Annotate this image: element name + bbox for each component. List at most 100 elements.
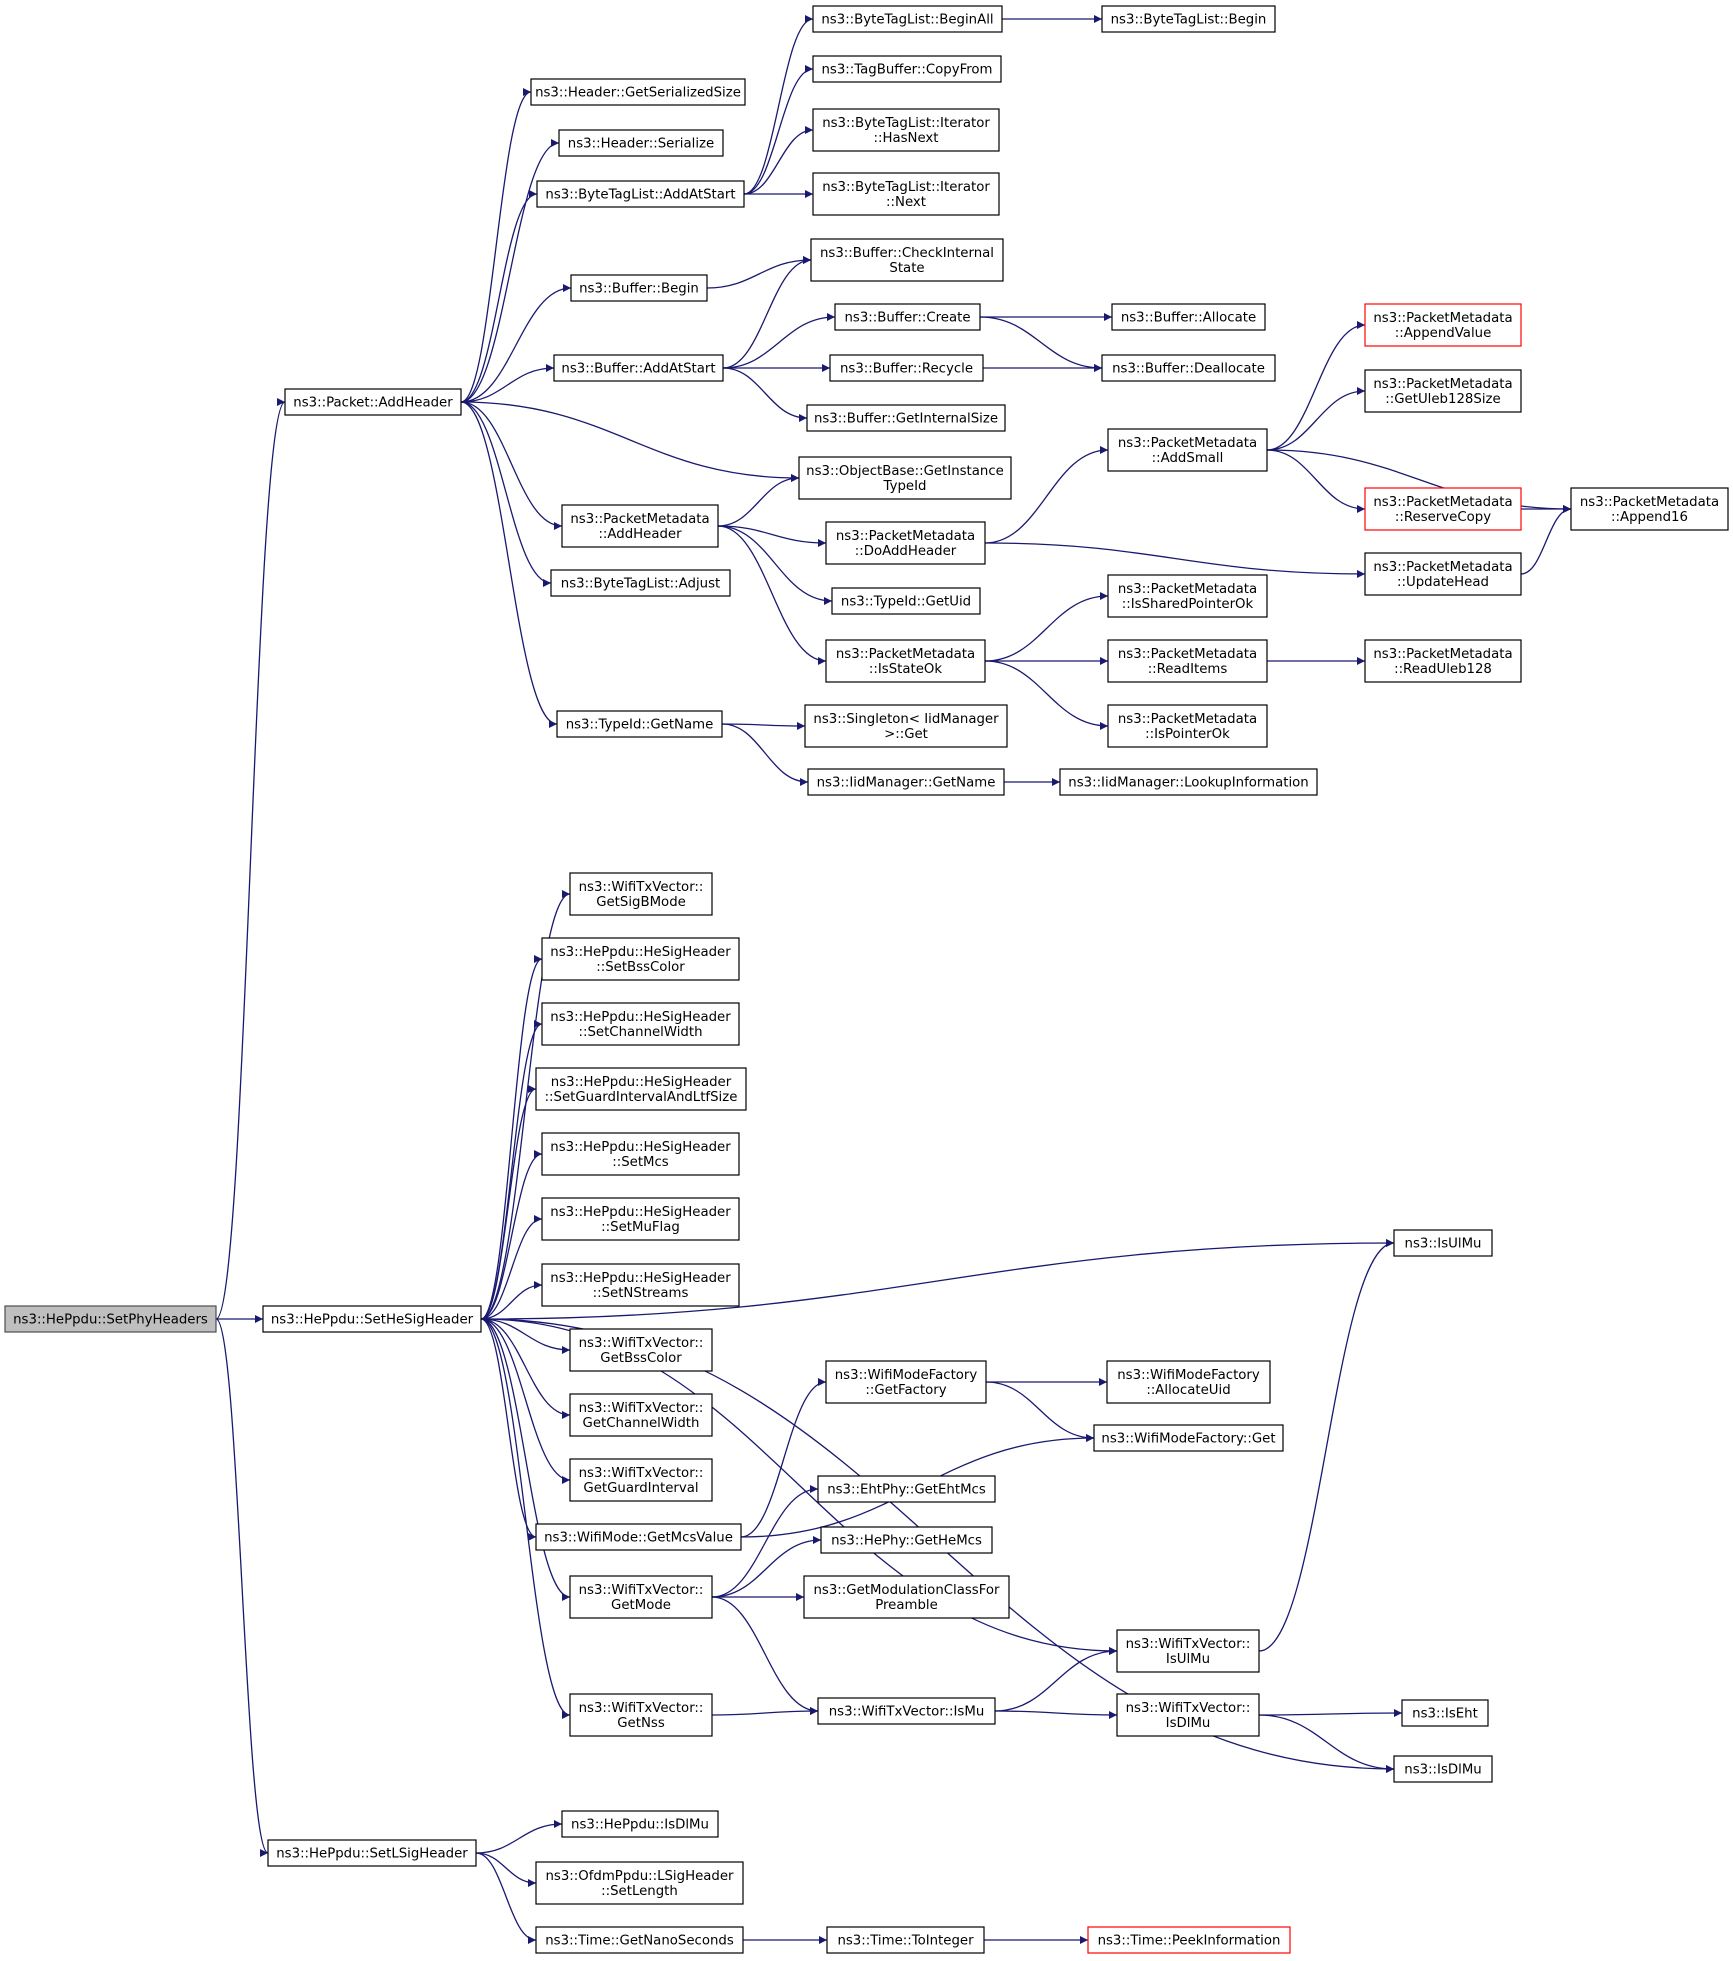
node-is-dl-mu[interactable]: ns3::IsDlMu — [1393, 1755, 1493, 1783]
node-label-line: ::Append16 — [1611, 510, 1688, 525]
node-tx-get-sig-b[interactable]: ns3::WifiTxVector::GetSigBMode — [569, 872, 713, 916]
node-box — [812, 55, 1002, 83]
node-pm-append-value[interactable]: ns3::PacketMetadata::AppendValue — [1364, 303, 1522, 347]
node-sig-set-gi[interactable]: ns3::HePpdu::HeSigHeader::SetGuardInterv… — [535, 1067, 747, 1111]
node-he-get-mcs[interactable]: ns3::HePhy::GetHeMcs — [820, 1526, 993, 1554]
node-mode-get-mcs[interactable]: ns3::WifiMode::GetMcsValue — [535, 1523, 742, 1551]
node-label-line: ns3::WifiTxVector::IsMu — [829, 1705, 985, 1720]
node-iid-lookup[interactable]: ns3::IidManager::LookupInformation — [1059, 768, 1318, 796]
node-time-to-int[interactable]: ns3::Time::ToInteger — [826, 1926, 985, 1954]
node-pm-add-small[interactable]: ns3::PacketMetadata::AddSmall — [1107, 428, 1268, 472]
node-btl-has-next[interactable]: ns3::ByteTagList::Iterator::HasNext — [812, 108, 1000, 152]
node-pm-reserve-copy[interactable]: ns3::PacketMetadata::ReserveCopy — [1364, 487, 1522, 531]
node-add-header[interactable]: ns3::Packet::AddHeader — [284, 388, 462, 416]
node-pm-is-pointer-ok[interactable]: ns3::PacketMetadata::IsPointerOk — [1107, 704, 1268, 748]
node-box — [1116, 1629, 1260, 1673]
node-pm-update-head[interactable]: ns3::PacketMetadata::UpdateHead — [1364, 552, 1522, 596]
node-label-line: ns3::Buffer::Recycle — [840, 362, 973, 377]
node-is-ul-mu[interactable]: ns3::IsUlMu — [1393, 1229, 1493, 1257]
node-hdr-ser[interactable]: ns3::Header::Serialize — [558, 129, 724, 157]
node-btl-add-at-start[interactable]: ns3::ByteTagList::AddAtStart — [536, 180, 745, 208]
node-iid-get-name[interactable]: ns3::IidManager::GetName — [807, 768, 1005, 796]
node-tid-get-name[interactable]: ns3::TypeId::GetName — [556, 710, 723, 738]
node-pm-append16[interactable]: ns3::PacketMetadata::Append16 — [1570, 487, 1729, 531]
node-box — [1093, 1424, 1284, 1452]
node-sig-set-mcs[interactable]: ns3::HePpdu::HeSigHeader::SetMcs — [541, 1132, 740, 1176]
node-tx-get-gi[interactable]: ns3::WifiTxVector::GetGuardInterval — [569, 1458, 713, 1502]
node-tag-copy-from[interactable]: ns3::TagBuffer::CopyFrom — [812, 55, 1002, 83]
node-time-peek[interactable]: ns3::Time::PeekInformation — [1087, 1926, 1291, 1954]
node-tid-get-uid[interactable]: ns3::TypeId::GetUid — [831, 587, 981, 615]
node-tx-is-ul-mu[interactable]: ns3::WifiTxVector::IsUlMu — [1116, 1629, 1260, 1673]
node-label-line: ::IsPointerOk — [1145, 727, 1230, 742]
node-box — [834, 303, 981, 331]
node-box — [561, 1810, 719, 1838]
edge-mf-get-factory-to-mf-get — [985, 1381, 1095, 1442]
node-tx-get-ch-w[interactable]: ns3::WifiTxVector::GetChannelWidth — [569, 1393, 713, 1437]
edge-set-he-sig-to-sig-set-mcs — [480, 1150, 543, 1320]
node-btl-adjust[interactable]: ns3::ByteTagList::Adjust — [550, 569, 731, 597]
node-box — [806, 404, 1006, 432]
node-label-line: ::ReadItems — [1148, 662, 1228, 677]
node-btl-begin-all[interactable]: ns3::ByteTagList::BeginAll — [812, 5, 1003, 33]
node-root[interactable]: ns3::HePpdu::SetPhyHeaders — [4, 1305, 217, 1333]
node-time-get-ns[interactable]: ns3::Time::GetNanoSeconds — [535, 1926, 744, 1954]
node-sig-set-ch-w[interactable]: ns3::HePpdu::HeSigHeader::SetChannelWidt… — [541, 1002, 740, 1046]
node-singleton-get[interactable]: ns3::Singleton< IidManager >::Get — [804, 704, 1008, 748]
node-pm-read-items[interactable]: ns3::PacketMetadata::ReadItems — [1107, 639, 1268, 683]
node-is-eht[interactable]: ns3::IsEht — [1401, 1699, 1489, 1727]
node-label-line: ns3::Singleton< IidManager — [813, 712, 999, 727]
node-sig-set-bss[interactable]: ns3::HePpdu::HeSigHeader::SetBssColor — [541, 937, 740, 981]
node-buf-dealloc[interactable]: ns3::Buffer::Deallocate — [1101, 354, 1276, 382]
edge-set-he-sig-to-sig-set-bss — [480, 955, 543, 1320]
edge-pm-add-small-to-pm-get-uleb — [1266, 387, 1366, 451]
node-pm-is-state-ok[interactable]: ns3::PacketMetadata::IsStateOk — [825, 639, 986, 683]
node-mf-get-factory[interactable]: ns3::WifiModeFactory::GetFactory — [825, 1360, 987, 1404]
node-pm-get-uleb[interactable]: ns3::PacketMetadata::GetUleb128Size — [1364, 369, 1522, 413]
node-box — [550, 569, 731, 597]
node-pm-is-shared[interactable]: ns3::PacketMetadata::IsSharedPointerOk — [1107, 574, 1268, 618]
node-box — [1107, 574, 1268, 618]
node-mf-alloc-uid[interactable]: ns3::WifiModeFactory::AllocateUid — [1106, 1360, 1271, 1404]
node-hdr-size[interactable]: ns3::Header::GetSerializedSize — [530, 78, 746, 106]
node-label-line: ns3::HePpdu::HeSigHeader — [551, 1075, 732, 1090]
node-sig-set-nss[interactable]: ns3::HePpdu::HeSigHeader::SetNStreams — [541, 1263, 740, 1307]
node-he-ppdu-is-dl-mu[interactable]: ns3::HePpdu::IsDlMu — [561, 1810, 719, 1838]
nodes-layer: ns3::HePpdu::SetPhyHeaders ns3::Packet::A… — [4, 5, 1729, 1954]
node-label-line: ns3::Packet::AddHeader — [293, 396, 453, 411]
node-set-lsig[interactable]: ns3::HePpdu::SetLSigHeader — [267, 1839, 477, 1867]
node-buf-create[interactable]: ns3::Buffer::Create — [834, 303, 981, 331]
node-sig-set-mu[interactable]: ns3::HePpdu::HeSigHeader::SetMuFlag — [541, 1197, 740, 1241]
node-eht-get-mcs[interactable]: ns3::EhtPhy::GetEhtMcs — [817, 1475, 996, 1503]
node-tx-get-mode[interactable]: ns3::WifiTxVector::GetMode — [569, 1575, 713, 1619]
node-buf-recycle[interactable]: ns3::Buffer::Recycle — [829, 354, 984, 382]
node-tx-get-bss[interactable]: ns3::WifiTxVector::GetBssColor — [569, 1328, 713, 1372]
node-pm-add-header[interactable]: ns3::PacketMetadata::AddHeader — [561, 504, 719, 548]
node-tx-is-mu[interactable]: ns3::WifiTxVector::IsMu — [817, 1697, 996, 1725]
node-label-line: ns3::Time::GetNanoSeconds — [545, 1934, 734, 1949]
node-label-line: ::AppendValue — [1395, 326, 1492, 341]
node-pm-do-add-header[interactable]: ns3::PacketMetadata::DoAddHeader — [825, 521, 986, 565]
node-box — [817, 1697, 996, 1725]
node-buf-begin[interactable]: ns3::Buffer::Begin — [570, 274, 708, 302]
node-box — [1101, 354, 1276, 382]
node-tx-get-nss[interactable]: ns3::WifiTxVector::GetNss — [569, 1693, 713, 1737]
node-box — [1087, 1926, 1291, 1954]
node-label-line: ns3::WifiModeFactory — [835, 1368, 978, 1383]
edge-set-he-sig-to-tx-get-gi — [480, 1318, 571, 1484]
node-buf-add-at-start[interactable]: ns3::Buffer::AddAtStart — [553, 354, 724, 382]
node-box — [556, 710, 723, 738]
node-buf-allocate[interactable]: ns3::Buffer::Allocate — [1111, 303, 1266, 331]
node-set-he-sig[interactable]: ns3::HePpdu::SetHeSigHeader — [262, 1305, 482, 1333]
node-btl-next[interactable]: ns3::ByteTagList::Iterator::Next — [812, 172, 1000, 216]
node-label-line: ns3::Time::PeekInformation — [1098, 1934, 1281, 1949]
node-ofdm-set-len[interactable]: ns3::OfdmPpdu::LSigHeader::SetLength — [535, 1861, 744, 1905]
node-pm-read-uleb[interactable]: ns3::PacketMetadata::ReadUleb128 — [1364, 639, 1522, 683]
node-buf-internal-size[interactable]: ns3::Buffer::GetInternalSize — [806, 404, 1006, 432]
node-btl-begin[interactable]: ns3::ByteTagList::Begin — [1101, 5, 1276, 33]
node-mf-get[interactable]: ns3::WifiModeFactory::Get — [1093, 1424, 1284, 1452]
node-tx-is-dl-mu[interactable]: ns3::WifiTxVector::IsDlMu — [1116, 1693, 1260, 1737]
